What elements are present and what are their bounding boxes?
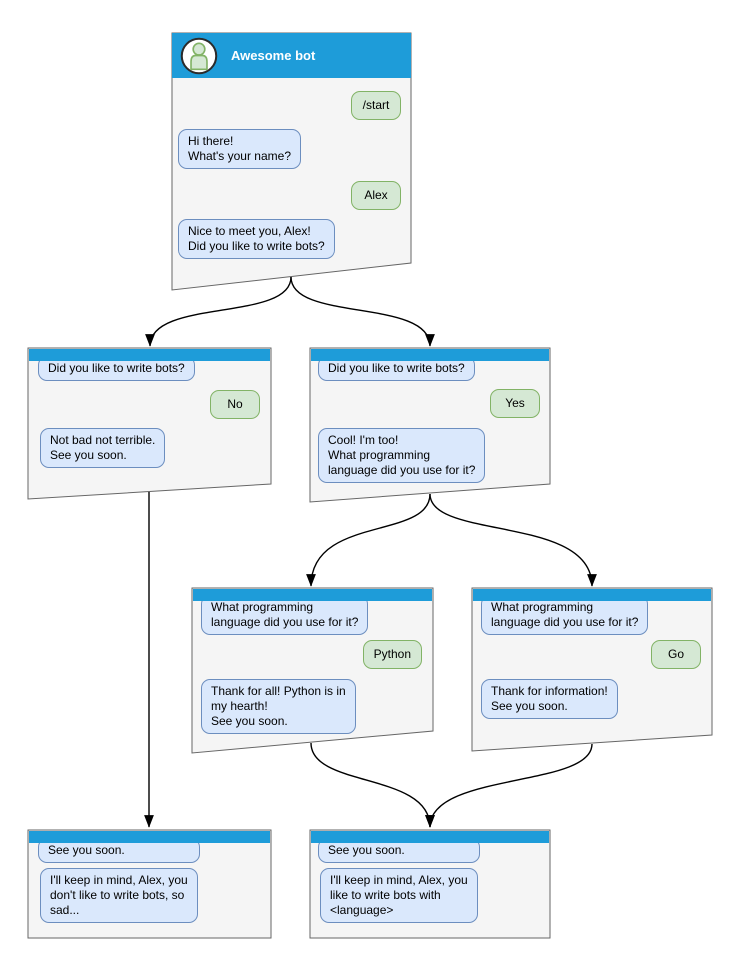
bot-message-bubble: What programming language did you use fo… [201, 595, 369, 635]
edge-python-to-end [310, 742, 435, 828]
user-message-bubble: Yes [490, 389, 540, 418]
user-message-bubble: Go [651, 640, 701, 669]
edge-yes-to-python [306, 493, 431, 587]
edge-yes-to-go [429, 493, 597, 587]
chat-header-strip [473, 589, 711, 601]
chat-header-strip [311, 831, 549, 843]
user-message-bubble: /start [351, 91, 401, 120]
bot-message-bubble: Nice to meet you, Alex! Did you like to … [178, 219, 335, 259]
bot-message-bubble: I'll keep in mind, Alex, you don't like … [40, 868, 198, 923]
chat-header-strip [29, 349, 270, 361]
edge-go-to-end [425, 743, 593, 828]
bot-avatar-icon [180, 37, 218, 74]
chat-title: Awesome bot [231, 48, 316, 63]
user-message-bubble: Alex [351, 181, 401, 210]
bot-message-bubble: Cool! I'm too! What programming language… [318, 428, 486, 483]
bot-message-bubble: Hi there! What's your name? [178, 129, 302, 169]
chat-header-strip [29, 831, 270, 843]
bot-message-bubble: I'll keep in mind, Alex, you like to wri… [320, 868, 478, 923]
edge-start-to-no [145, 276, 292, 347]
bot-message-bubble: Not bad not terrible. See you soon. [40, 428, 166, 468]
user-message-bubble: No [210, 390, 260, 419]
chat-header: Awesome bot [172, 33, 411, 78]
chat-header-strip [311, 349, 549, 361]
bot-message-bubble: Thank for all! Python is in my hearth! S… [201, 679, 356, 734]
chat-header-strip [193, 589, 432, 601]
bot-message-bubble: What programming language did you use fo… [481, 595, 649, 635]
bot-message-bubble: Thank for information! See you soon. [481, 679, 618, 719]
edge-start-to-yes [290, 276, 435, 347]
user-message-bubble: Python [362, 640, 422, 669]
